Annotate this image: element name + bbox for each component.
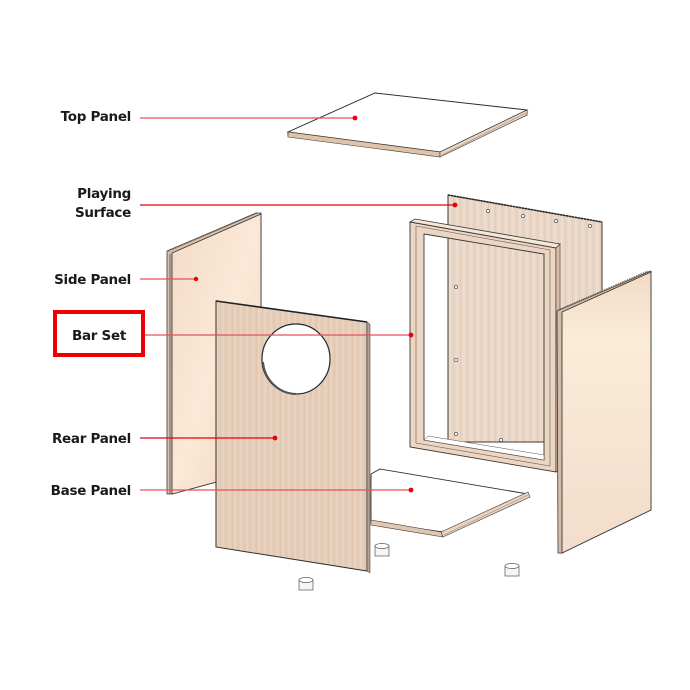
top-panel-part (286, 92, 529, 158)
leader-lines (140, 115, 458, 493)
bar-set-highlight-box (53, 310, 145, 357)
foot (298, 577, 314, 591)
label-playing-surface-line2: Surface (74, 205, 131, 221)
label-base-panel: Base Panel (50, 483, 132, 499)
label-top-panel: Top Panel (60, 109, 132, 125)
label-playing-surface: Playing Surface (75, 185, 131, 223)
label-bar-set: Bar Set (72, 328, 126, 344)
label-rear-panel: Rear Panel (51, 431, 131, 447)
label-playing-surface-line1: Playing (77, 186, 131, 202)
label-side-panel: Side Panel (54, 272, 131, 288)
right-side-panel-part (556, 270, 652, 554)
foot (374, 543, 390, 557)
feet (298, 543, 520, 591)
base-panel-part (370, 468, 531, 538)
foot (504, 563, 520, 577)
rear-panel-part (215, 300, 371, 574)
